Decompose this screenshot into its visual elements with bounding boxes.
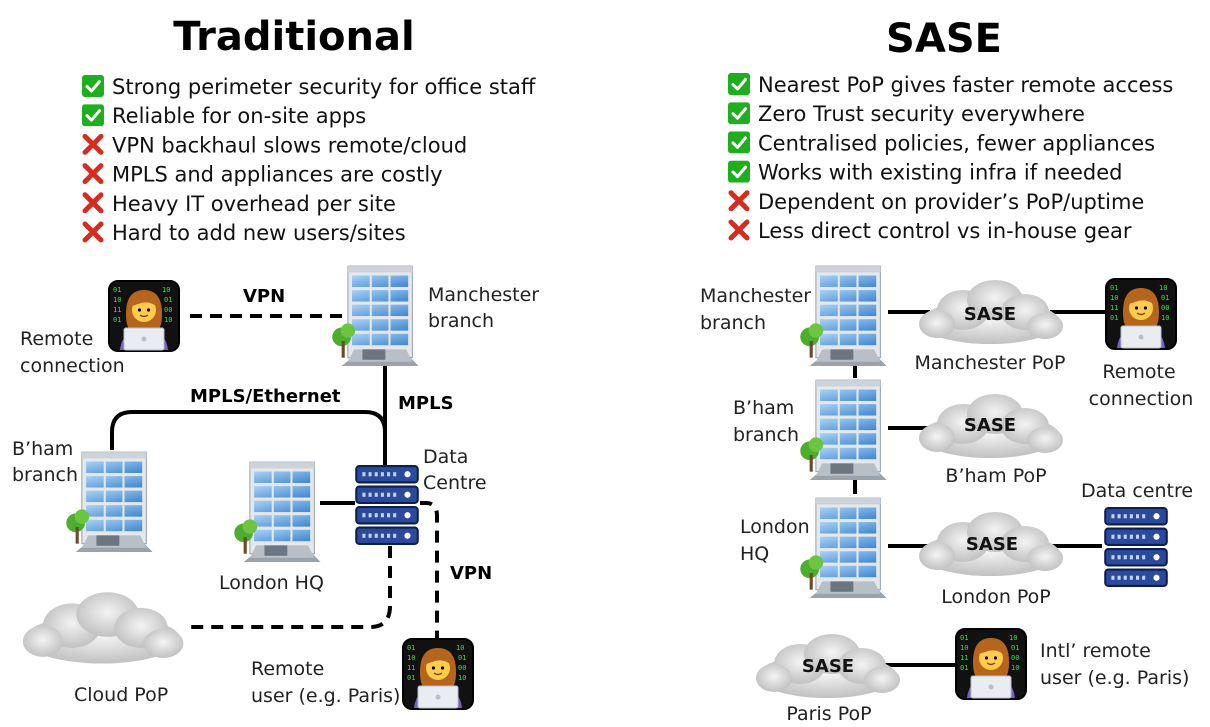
cross-icon [731, 222, 747, 238]
trad-remote-user-label-2: user (e.g. Paris) [251, 685, 400, 707]
cross-icon [85, 195, 101, 211]
sase-intl-remote-label-2: user (e.g. Paris) [1040, 667, 1189, 689]
trad-london-hq-label: London HQ [219, 572, 324, 594]
sase-list-item: Works with existing infra if needed [758, 161, 1123, 185]
trad-cloud-pop-label: Cloud PoP [74, 684, 168, 706]
cross-icon [731, 193, 747, 209]
traditional-links [110, 314, 439, 640]
sase-pros-cons-list: Nearest PoP gives faster remote accessZe… [728, 73, 1173, 243]
manchester-branch-building-icon [332, 265, 420, 366]
bham-pop-label: B’ham PoP [945, 465, 1046, 487]
link-vpn-remote-user [420, 501, 439, 640]
london-pop-label: London PoP [941, 586, 1051, 608]
sase-intl-remote-label-1: Intl’ remote [1040, 640, 1151, 662]
sase-london-building-icon [800, 497, 888, 598]
trad-data-centre-label-1: Data [423, 446, 468, 468]
sase-list-item: Centralised policies, fewer appliances [758, 131, 1155, 155]
check-icon [82, 75, 104, 97]
traditional-pros-cons-list: Strong perimeter security for office sta… [82, 75, 536, 245]
link-vpn-cloud-datacentre [185, 546, 392, 629]
trad-mpls-label: MPLS [398, 393, 454, 414]
sase-bham-label-2: branch [733, 424, 799, 446]
sase-list-item: Dependent on provider’s PoP/uptime [758, 190, 1144, 214]
sase-manchester-label-1: Manchester [700, 285, 811, 307]
trad-mpls-ethernet-label: MPLS/Ethernet [190, 386, 341, 407]
trad-remote-connection-label-2: connection [20, 355, 125, 377]
trad-manchester-label-1: Manchester [428, 284, 539, 306]
trad-bham-label-2: branch [12, 464, 78, 486]
check-icon [82, 104, 104, 127]
cloud-pop-icon [22, 592, 184, 664]
traditional-title: Traditional [173, 14, 414, 60]
trad-vpn-top-label: VPN [243, 286, 285, 307]
sase-london-label-1: London [740, 516, 810, 538]
remote-user-paris-icon [402, 638, 474, 710]
sase-list-item: Nearest PoP gives faster remote access [758, 73, 1173, 97]
traditional-list-item: MPLS and appliances are costly [112, 163, 443, 187]
trad-bham-label-1: B’ham [12, 438, 73, 460]
sase-title: SASE [886, 16, 1002, 62]
trad-remote-connection-label-1: Remote [20, 328, 93, 350]
traditional-list-item: Hard to add new users/sites [112, 221, 406, 245]
sase-remote-connection-user-icon [1105, 278, 1177, 350]
traditional-list-item: VPN backhaul slows remote/cloud [112, 133, 467, 157]
manchester-pop-sase-label: SASE [964, 304, 1016, 325]
check-icon [728, 160, 750, 183]
cross-icon [85, 166, 101, 182]
traditional-list-item: Strong perimeter security for office sta… [112, 75, 536, 99]
cross-icon [85, 224, 101, 240]
traditional-list-item: Reliable for on-site apps [112, 104, 366, 128]
sase-data-centre-label: Data centre [1081, 480, 1193, 502]
sase-remote-connection-label-1: Remote [1102, 361, 1175, 383]
paris-pop-label: Paris PoP [786, 703, 871, 725]
bham-branch-building-icon [66, 451, 154, 552]
check-icon [728, 73, 750, 95]
sase-london-label-2: HQ [740, 543, 769, 565]
sase-links [853, 310, 1105, 667]
trad-data-centre-label-2: Centre [423, 472, 487, 494]
data-centre-server-icon [355, 465, 419, 545]
london-pop-sase-label: SASE [966, 534, 1018, 555]
traditional-list-item: Heavy IT overhead per site [112, 192, 396, 216]
sase-data-centre-server-icon [1104, 507, 1168, 587]
trad-vpn-right-label: VPN [450, 563, 492, 584]
paris-pop-sase-label: SASE [802, 656, 854, 677]
sase-list-item: Zero Trust security everywhere [758, 102, 1085, 126]
sase-bham-label-1: B’ham [733, 397, 794, 419]
trad-remote-user-label-1: Remote [251, 658, 324, 680]
sase-remote-connection-label-2: connection [1089, 388, 1194, 410]
bham-pop-sase-label: SASE [964, 415, 1016, 436]
check-icon [728, 102, 750, 125]
cross-icon [85, 136, 101, 152]
sase-bham-building-icon [800, 379, 888, 480]
sase-manchester-label-2: branch [700, 312, 766, 334]
sase-intl-remote-user-icon [955, 628, 1027, 700]
link-mpls-ethernet-bham [110, 410, 387, 466]
remote-connection-user-icon [108, 280, 180, 352]
sase-manchester-building-icon [800, 265, 888, 366]
check-icon [728, 131, 750, 154]
sase-list-item: Less direct control vs in-house gear [758, 219, 1132, 243]
manchester-pop-label: Manchester PoP [914, 352, 1065, 374]
trad-manchester-label-2: branch [428, 310, 494, 332]
london-hq-building-icon [234, 461, 322, 562]
